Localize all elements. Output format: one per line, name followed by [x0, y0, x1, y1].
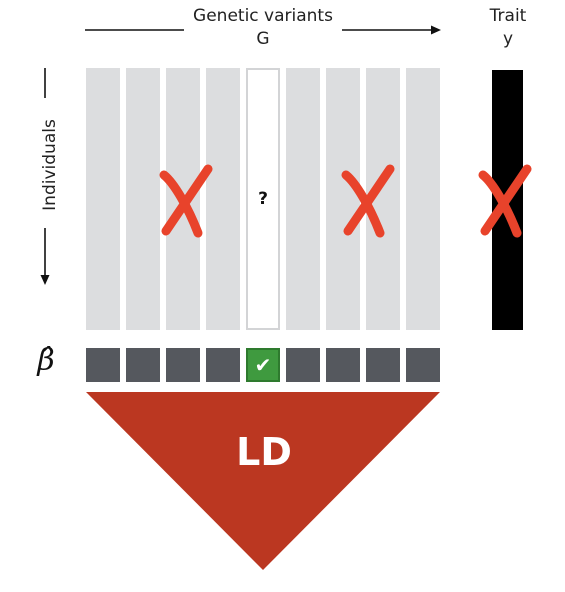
ld-triangle	[86, 392, 440, 570]
beta-hat-label: β̂	[37, 343, 55, 378]
beta-cell	[286, 348, 320, 382]
query-variant-column	[246, 68, 280, 330]
trait-label: Trait y	[470, 5, 546, 51]
arrow-down-icon	[40, 275, 50, 285]
beta-cell	[86, 348, 120, 382]
query-mark: ?	[258, 189, 268, 209]
check-icon: ✔	[254, 353, 272, 377]
variant-column	[206, 68, 240, 330]
beta-cell	[126, 348, 160, 382]
cross-icon	[159, 164, 213, 238]
trait-title: Trait	[489, 6, 527, 26]
ld-label: LD	[236, 430, 292, 474]
variants-symbol: G	[256, 29, 270, 49]
individuals-arrow	[40, 68, 50, 285]
beta-cell	[366, 348, 400, 382]
beta-cell	[406, 348, 440, 382]
variants-label: Genetic variants G	[178, 5, 348, 51]
variants-arrow	[85, 25, 441, 35]
variants-title: Genetic variants	[193, 6, 333, 26]
arrow-right-icon	[431, 25, 441, 35]
variant-column	[406, 68, 440, 330]
beta-cell	[206, 348, 240, 382]
cross-icon	[478, 164, 532, 238]
variant-column	[286, 68, 320, 330]
beta-cell	[326, 348, 360, 382]
cross-icon	[341, 164, 395, 238]
individuals-label: Individuals	[40, 119, 60, 211]
variant-column	[86, 68, 120, 330]
beta-cell-selected: ✔	[246, 348, 280, 382]
variant-column	[326, 68, 360, 330]
beta-cell	[166, 348, 200, 382]
trait-symbol: y	[502, 29, 514, 49]
variant-column	[126, 68, 160, 330]
